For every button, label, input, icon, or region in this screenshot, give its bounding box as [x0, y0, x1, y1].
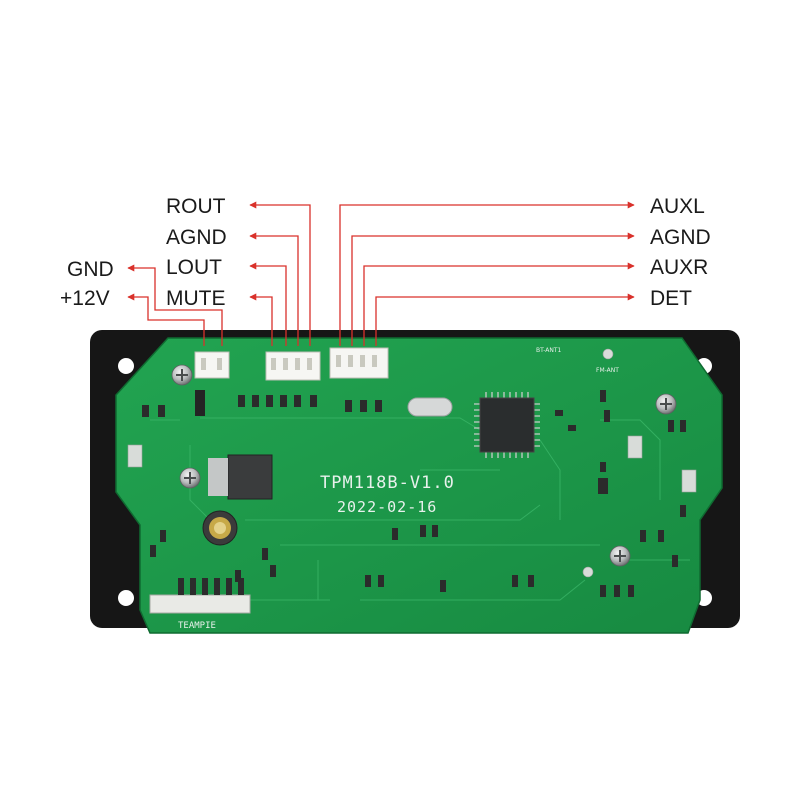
connector-aux-in [329, 347, 389, 379]
label-det: DET [650, 287, 692, 310]
solder-pads [127, 348, 697, 578]
wire-lout [249, 262, 287, 346]
wire-auxl [339, 201, 635, 346]
smd-components [142, 390, 686, 597]
voltage-regulator [208, 454, 273, 500]
wire-agnd-left [249, 232, 299, 346]
bt-antenna-label: BT-ANT1 [536, 347, 562, 354]
board-date-label: 2022-02-16 [337, 498, 437, 516]
wire-gnd [127, 264, 223, 346]
connector-power [194, 351, 230, 379]
wire-auxr [363, 262, 635, 346]
label-gnd: GND [67, 258, 114, 281]
wiring-lines [127, 201, 635, 346]
diode [195, 390, 205, 416]
frame-hole-bottom-left [118, 590, 134, 606]
label-mute: MUTE [166, 287, 226, 310]
connector-audio-out [265, 351, 321, 381]
screw-icon [655, 393, 677, 415]
screw-icon [179, 467, 201, 489]
screw-icon [171, 364, 193, 386]
frame-hole-top-left [118, 358, 134, 374]
label-12v: +12V [60, 287, 110, 310]
label-agnd-right: AGND [650, 226, 711, 249]
crystal [407, 397, 453, 417]
wire-rout [249, 201, 311, 346]
wire-det [375, 293, 635, 346]
label-auxl: AUXL [650, 195, 705, 218]
fm-antenna-label: FM-ANT [596, 367, 619, 374]
wire-12v [127, 293, 205, 346]
label-lout: LOUT [166, 256, 222, 279]
pcb-traces [150, 417, 690, 601]
label-auxr: AUXR [650, 256, 708, 279]
board-model-label: TPM118B-V1.0 [320, 473, 455, 493]
brand-label: TEAMPIE [178, 621, 216, 631]
wire-mute [249, 293, 273, 346]
main-ic [474, 392, 540, 458]
ribbon-connector [149, 578, 251, 614]
label-rout: ROUT [166, 195, 226, 218]
label-agnd-left: AGND [166, 226, 227, 249]
electrolytic-capacitor [202, 510, 238, 546]
wire-agnd-right [351, 232, 635, 346]
screw-icon [609, 545, 631, 567]
